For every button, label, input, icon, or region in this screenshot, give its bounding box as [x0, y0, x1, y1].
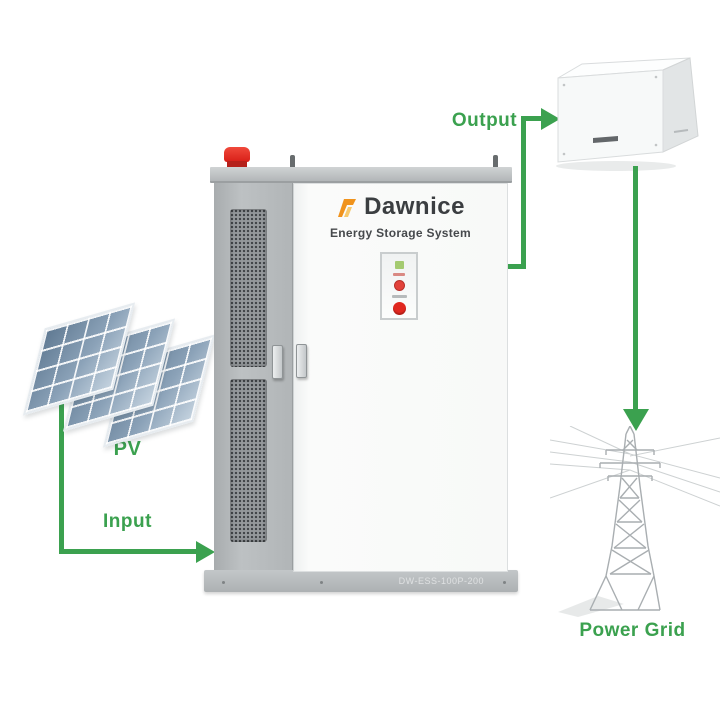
output-arrowhead-icon — [541, 108, 560, 130]
door-handle — [272, 345, 283, 379]
control-panel — [380, 252, 418, 320]
output-flow-line-stub — [507, 264, 526, 269]
grid-flow-line — [633, 166, 638, 410]
input-arrowhead-icon — [196, 541, 215, 563]
brand-name: Dawnice — [364, 193, 465, 220]
output-label: Output — [451, 110, 518, 131]
panel-stop-button — [392, 302, 406, 315]
dawnice-logo-icon — [338, 199, 357, 217]
status-indicator-green — [394, 261, 404, 269]
brand-logo: Dawnice — [294, 193, 507, 220]
power-grid-label: Power Grid — [579, 620, 686, 641]
ventilation-grille — [230, 209, 267, 367]
input-label: Input — [103, 511, 152, 532]
bolt — [503, 581, 506, 584]
brand-subtitle: Energy Storage System — [329, 226, 472, 240]
distribution-box-illustration — [556, 57, 699, 171]
output-flow-line-vertical — [521, 116, 526, 269]
input-flow-line-vertical — [59, 392, 64, 552]
cabinet-top-cap — [210, 167, 512, 183]
cabinet-vent-door — [214, 183, 293, 570]
ventilation-grille — [230, 379, 267, 542]
ess-cabinet: Dawnice Energy Storage System DW-ESS-100… — [204, 145, 518, 593]
emergency-stop-button — [224, 147, 250, 169]
door-handle — [296, 344, 307, 378]
indicator-red — [393, 280, 405, 291]
input-flow-line-horizontal — [59, 549, 197, 554]
pv-label: PV — [113, 438, 142, 460]
lifting-lug — [493, 155, 498, 169]
panel-text-red — [393, 273, 405, 276]
cabinet-base: DW-ESS-100P-200 — [204, 570, 518, 592]
cabinet-body: Dawnice Energy Storage System — [214, 183, 508, 572]
model-label: DW-ESS-100P-200 — [398, 576, 484, 586]
output-flow-line-horizontal — [521, 116, 542, 121]
power-grid-tower-illustration — [550, 426, 720, 617]
panel-text-gray — [391, 295, 407, 298]
cabinet-front-door: Dawnice Energy Storage System — [293, 183, 508, 572]
bolt — [222, 581, 225, 584]
lifting-lug — [290, 155, 295, 169]
bolt — [320, 581, 323, 584]
